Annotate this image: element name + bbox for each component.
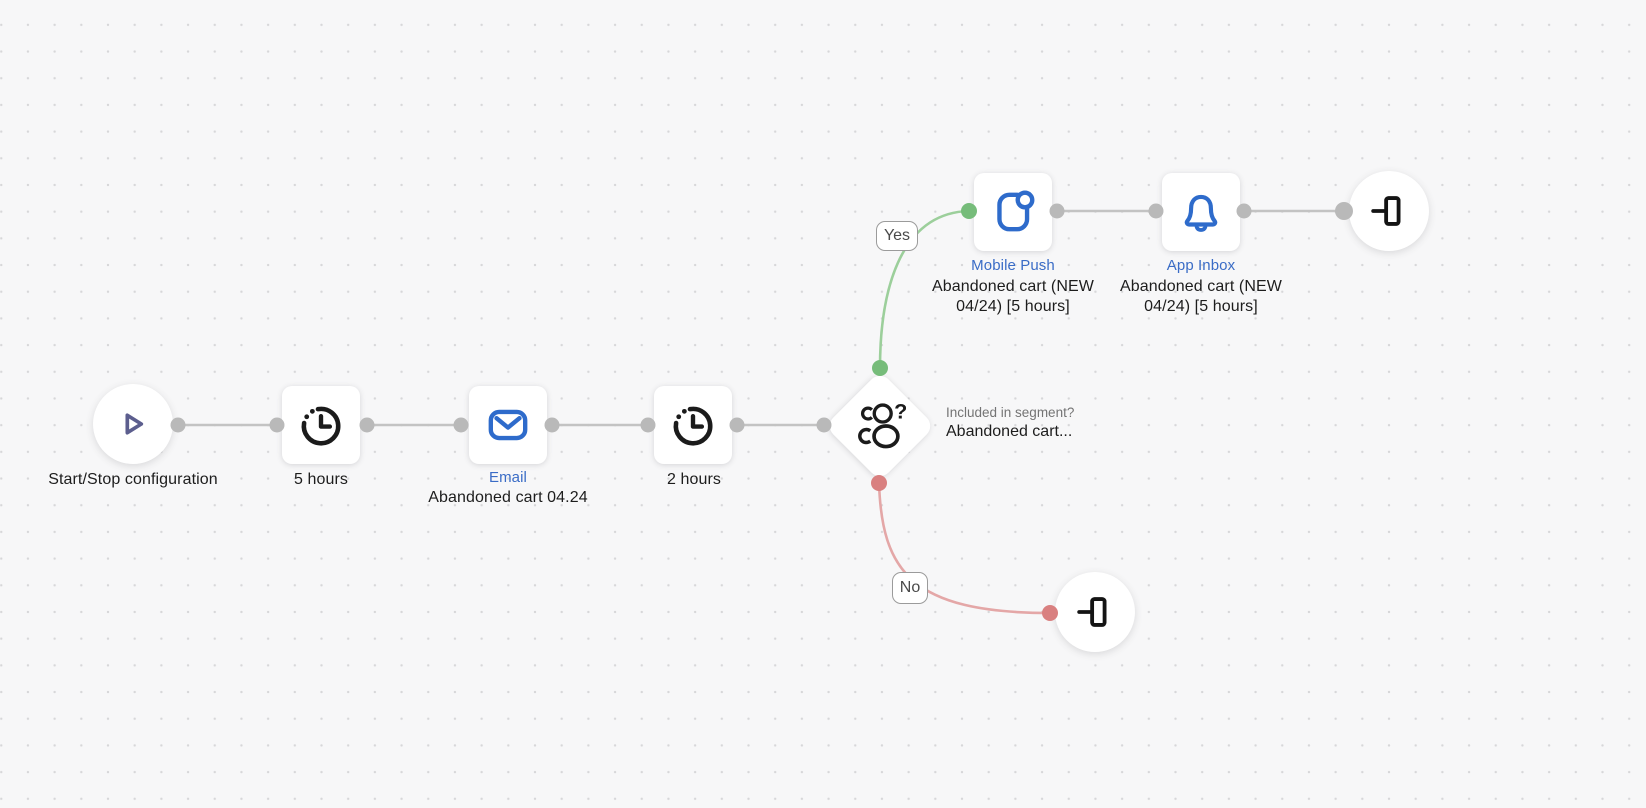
node-wait-1[interactable] [282,386,360,464]
svg-text:?: ? [894,400,906,423]
end-icon [1366,188,1412,234]
app-inbox-bell-icon [1176,187,1226,237]
condition-text: Included in segment? Abandoned cart... [946,405,1074,441]
play-icon [112,403,154,445]
node-wait-2[interactable] [654,386,732,464]
port-appinbox-out[interactable] [1236,203,1252,219]
clock-icon [296,400,346,450]
condition-type-label: Included in segment? [946,405,1075,420]
node-app-inbox[interactable] [1162,173,1240,251]
port-wait1-in[interactable] [269,417,285,433]
port-condition-no[interactable] [871,475,887,491]
port-end-yes-in[interactable] [1335,202,1353,220]
port-mobilepush-out[interactable] [1049,203,1065,219]
app-inbox-channel-label: App Inbox [1166,257,1236,274]
node-end-yes[interactable] [1349,171,1429,251]
mobile-push-icon [988,187,1038,237]
envelope-icon [483,400,533,450]
segment-question-icon: ? [854,400,906,452]
node-start[interactable] [93,384,173,464]
wait-2-caption: 2 hours [666,471,722,488]
clock-icon [668,400,718,450]
condition-caption: Abandoned cart... [946,423,1073,440]
node-condition[interactable]: ? [824,370,936,482]
port-wait2-out[interactable] [729,417,745,433]
port-email-out[interactable] [544,417,560,433]
no-edge-label: No [892,572,928,604]
wait-1-caption: 5 hours [293,471,349,488]
email-caption: Abandoned cart 04.24 [428,489,588,506]
end-icon [1072,589,1118,635]
node-end-no[interactable] [1055,572,1135,652]
port-email-in[interactable] [453,417,469,433]
mobile-push-caption: Abandoned cart (NEW 04/24) [5 hours] [932,278,1094,315]
start-caption: Start/Stop configuration [48,471,218,488]
port-end-no-in[interactable] [1042,605,1058,621]
app-inbox-caption: Abandoned cart (NEW 04/24) [5 hours] [1120,278,1282,315]
port-wait1-out[interactable] [359,417,375,433]
port-mobilepush-in[interactable] [961,203,977,219]
email-channel-label: Email [488,469,527,486]
port-condition-yes[interactable] [872,360,888,376]
port-appinbox-in[interactable] [1148,203,1164,219]
mobile-push-channel-label: Mobile Push [971,257,1055,274]
port-condition-in[interactable] [816,417,832,433]
node-mobile-push[interactable] [974,173,1052,251]
port-start-out[interactable] [170,417,186,433]
port-wait2-in[interactable] [640,417,656,433]
yes-edge-label: Yes [876,221,918,251]
node-email[interactable] [469,386,547,464]
